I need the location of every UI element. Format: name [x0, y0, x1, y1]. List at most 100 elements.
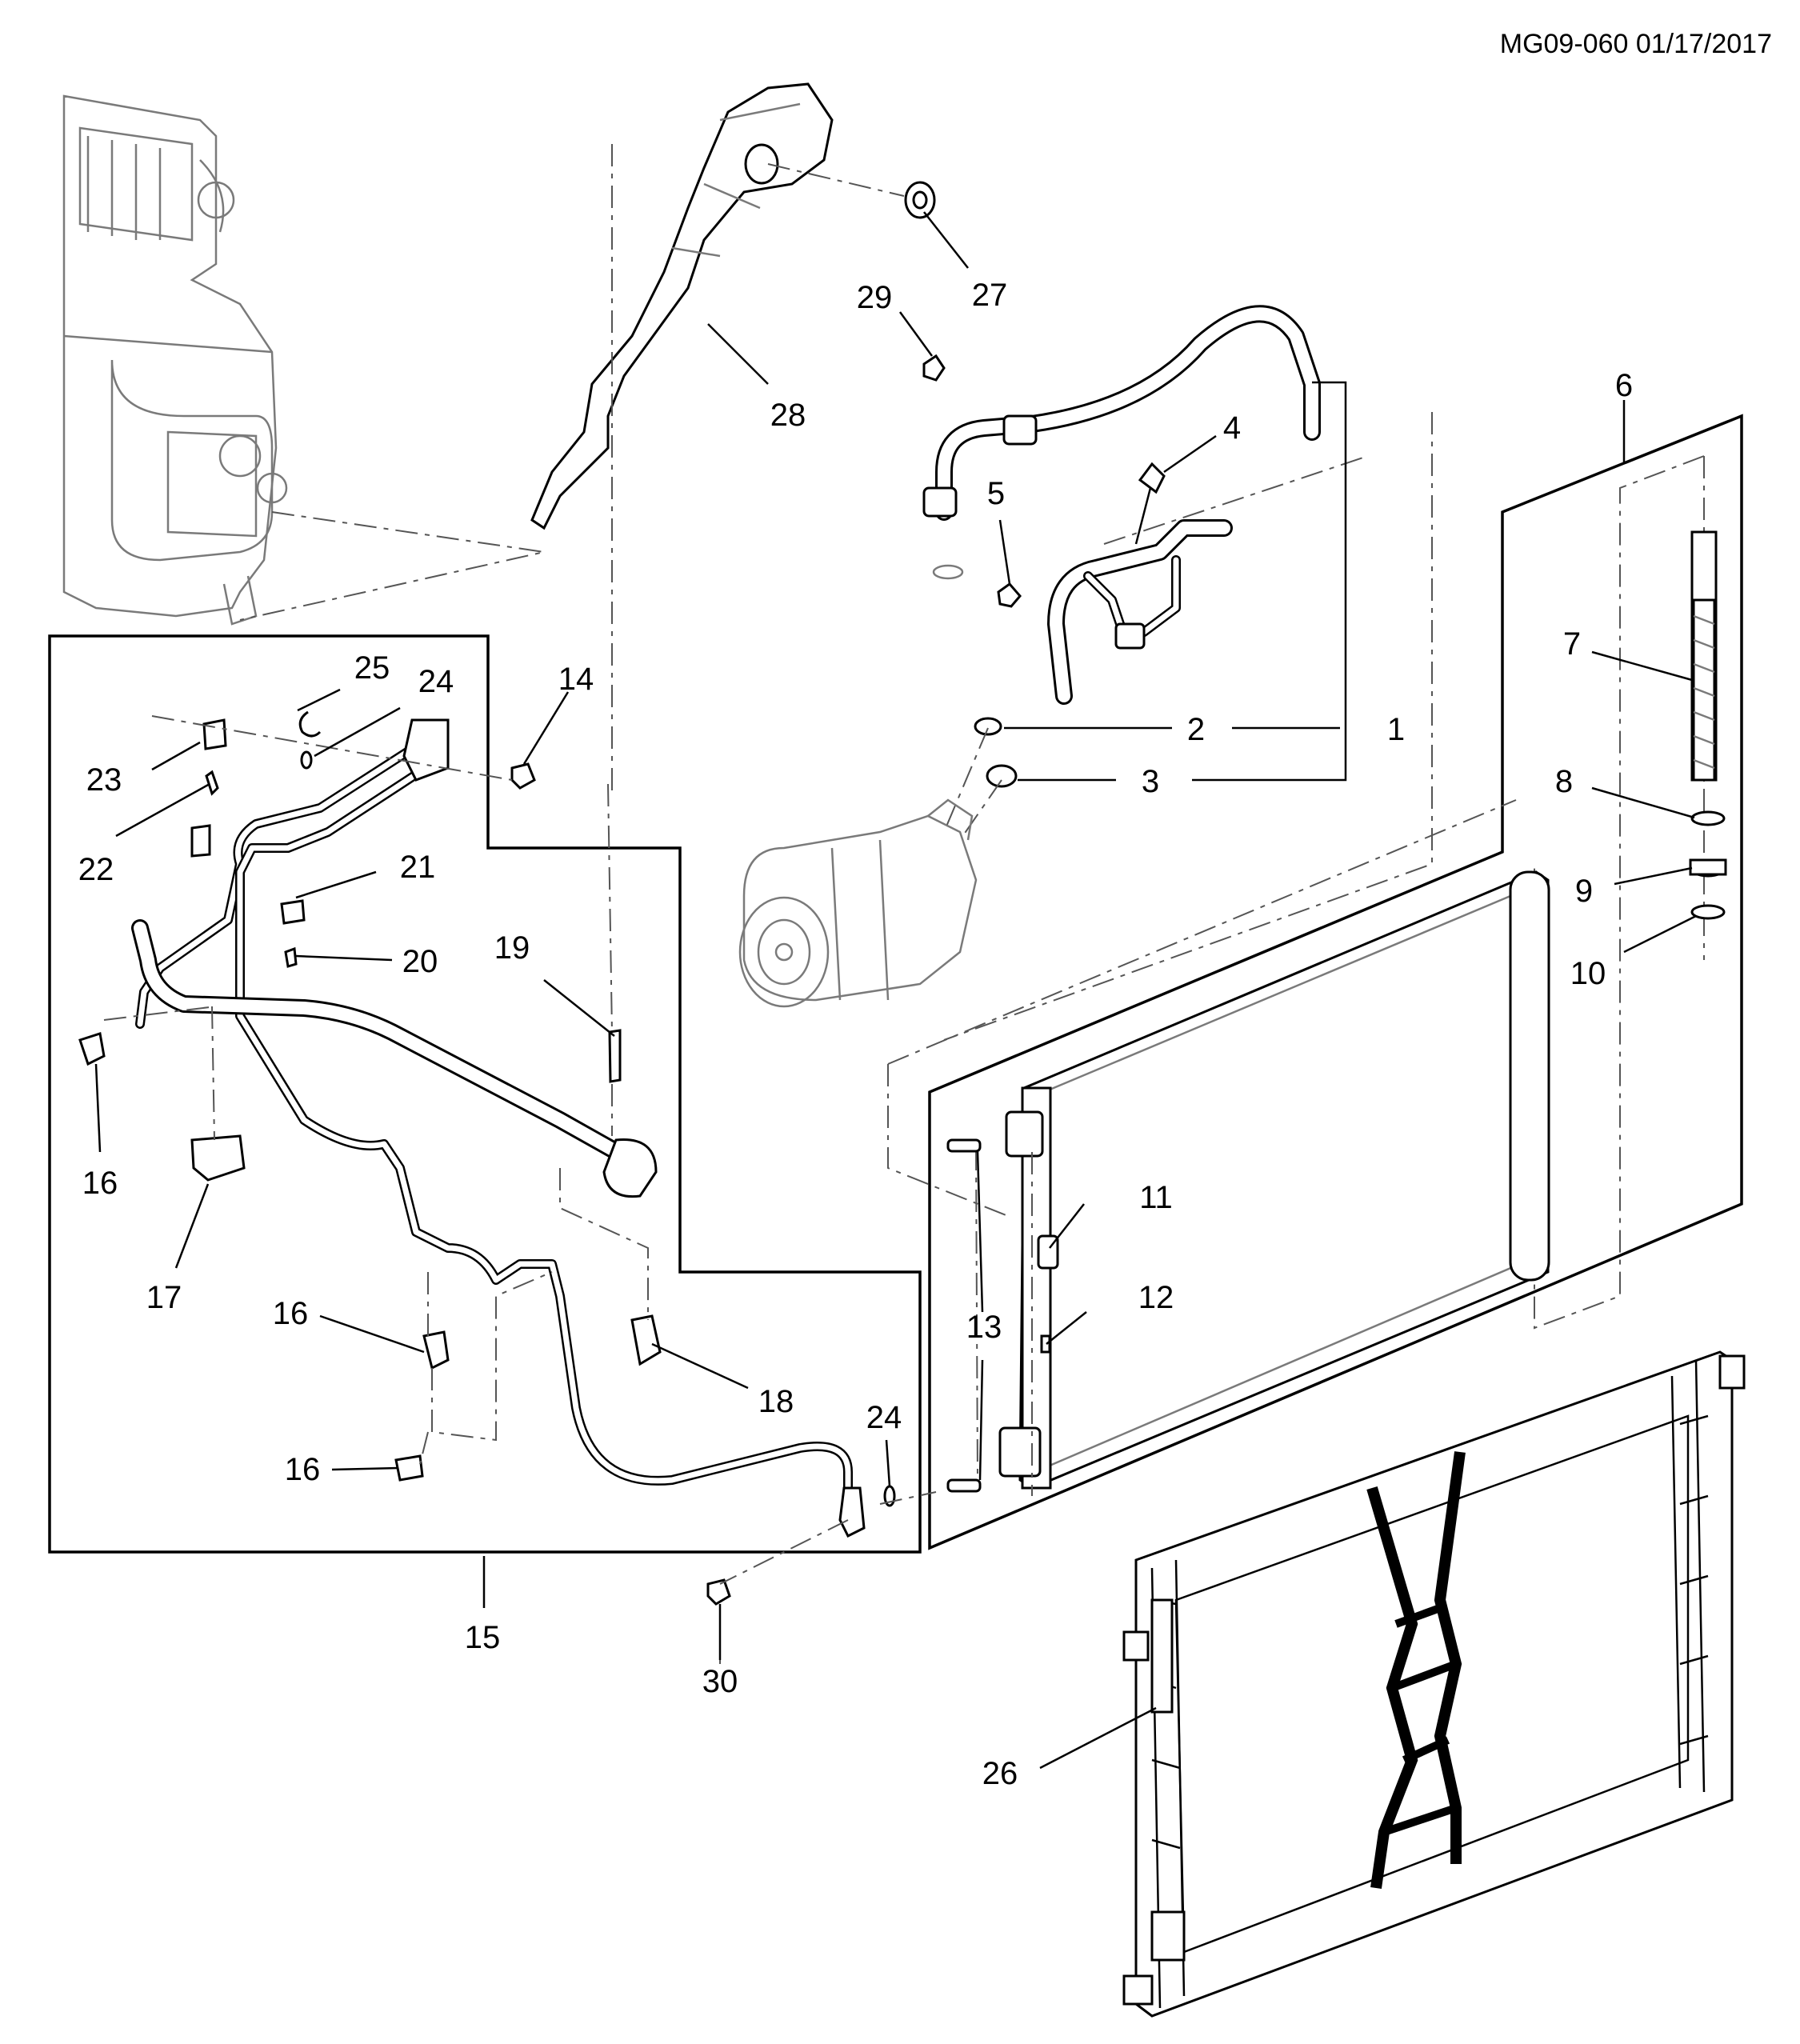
leader-19: [543, 979, 615, 1037]
callout-27: 27: [972, 278, 1008, 313]
cap-21: [280, 899, 306, 925]
leader-seals: [943, 727, 1002, 841]
seal-3: [986, 764, 1018, 788]
condenser: [998, 870, 1550, 1490]
receiver-dryer-frame: [928, 414, 1743, 1550]
leader-hose-right: [1103, 455, 1369, 545]
callout-8: 8: [1555, 764, 1573, 799]
callout-16c: 16: [285, 1452, 321, 1487]
callout-21: 21: [400, 850, 436, 885]
leader-9: [1614, 866, 1693, 886]
nut-29: [922, 354, 946, 382]
oring-27-seal: [932, 564, 964, 580]
ac-line-frame: [48, 634, 922, 1554]
leader-condenser-outline: [887, 799, 1517, 1217]
stud-19: [608, 1029, 622, 1083]
leader-29: [898, 311, 934, 357]
leader-7: [1591, 650, 1693, 682]
callout-17: 17: [146, 1280, 182, 1315]
cap-23: [202, 718, 227, 750]
desiccant-7: [1690, 530, 1718, 782]
leader-10: [1623, 914, 1697, 954]
leader-hvac-to-frame: [239, 511, 545, 621]
callout-12: 12: [1138, 1280, 1174, 1315]
leader-16c: [331, 1466, 399, 1471]
callout-24a: 24: [418, 664, 454, 699]
leader-8: [1591, 786, 1695, 819]
hvac-module: [62, 94, 288, 626]
compressor-hose: [922, 305, 1321, 705]
leader-14: [522, 691, 570, 765]
leader-5: [998, 519, 1011, 585]
callout-25: 25: [354, 650, 390, 686]
callout-10: 10: [1570, 956, 1606, 991]
leader-4: [1163, 434, 1217, 474]
callout-29: 29: [857, 280, 893, 315]
callout-20: 20: [402, 944, 438, 979]
callout-2: 2: [1187, 712, 1205, 747]
compressor: [738, 798, 978, 1008]
callout-30: 30: [702, 1664, 738, 1699]
leader-28: [707, 323, 769, 385]
callout-13: 13: [966, 1310, 1002, 1345]
valve-18: [630, 1314, 662, 1366]
port-22b: [190, 824, 211, 858]
sensor-17: [190, 1134, 246, 1182]
nut-30: [706, 1578, 731, 1606]
valve-20: [284, 946, 298, 968]
oring-8: [1690, 810, 1726, 826]
callout-9: 9: [1575, 874, 1593, 909]
callout-19: 19: [494, 930, 530, 966]
callout-18: 18: [758, 1384, 794, 1419]
leader-dryer: [1534, 455, 1705, 1330]
leader-1-bracket: [1192, 381, 1347, 782]
callout-1: 1: [1387, 712, 1405, 747]
sensor-16c: [394, 1454, 424, 1482]
callout-4: 4: [1223, 410, 1241, 446]
callout-6: 6: [1615, 368, 1633, 403]
callout-3: 3: [1142, 764, 1159, 799]
callout-14: 14: [558, 662, 594, 697]
leader-bracket-nut: [767, 163, 905, 197]
clip-25: [298, 710, 322, 738]
callout-11: 11: [1139, 1180, 1173, 1215]
callout-23: 23: [86, 762, 122, 798]
leader-condenser-dowels: [975, 1147, 1033, 1496]
leader-22: [115, 782, 210, 838]
leader-13: [976, 1151, 984, 1481]
leader-ac-dash-d: [719, 1491, 937, 1664]
leader-21: [295, 870, 377, 899]
sensor-16a: [78, 1032, 106, 1066]
leader-24b: [885, 1439, 891, 1487]
callout-5: 5: [987, 476, 1005, 511]
callout-16b: 16: [273, 1296, 309, 1331]
dowel-13b: [946, 1478, 982, 1493]
sensor-16b: [422, 1330, 450, 1370]
leader-hose-frame: [943, 412, 1433, 1041]
valve-22: [205, 770, 219, 796]
snapring-10: [1690, 904, 1726, 920]
callout-22: 22: [78, 852, 114, 887]
seal-2: [974, 717, 1002, 736]
nut-5: [997, 582, 1022, 608]
leader-17: [174, 1183, 210, 1269]
callout-26: 26: [982, 1756, 1018, 1791]
callout-28: 28: [770, 398, 806, 433]
callout-labels: 1 2 3 4 5 6 7 8 9 10 11 12 13 14 15 16 1…: [78, 278, 1633, 1791]
leader-20: [295, 954, 393, 962]
leader-18: [651, 1342, 749, 1390]
leader-25: [297, 688, 341, 712]
leader-16a: [94, 1063, 102, 1153]
leader-ac-dash-b: [103, 1006, 217, 1141]
air-inlet-bracket: [530, 82, 834, 530]
callout-24b: 24: [866, 1400, 902, 1435]
nut-14: [510, 762, 536, 790]
leader-ac-dash-a: [151, 715, 613, 1136]
dowel-13a: [946, 1138, 982, 1153]
bolt-4: [1134, 462, 1166, 545]
leader-23: [151, 741, 201, 771]
radiator-support: [1122, 1350, 1746, 2018]
leader-26: [1039, 1706, 1157, 1770]
leader-16b: [319, 1314, 425, 1354]
